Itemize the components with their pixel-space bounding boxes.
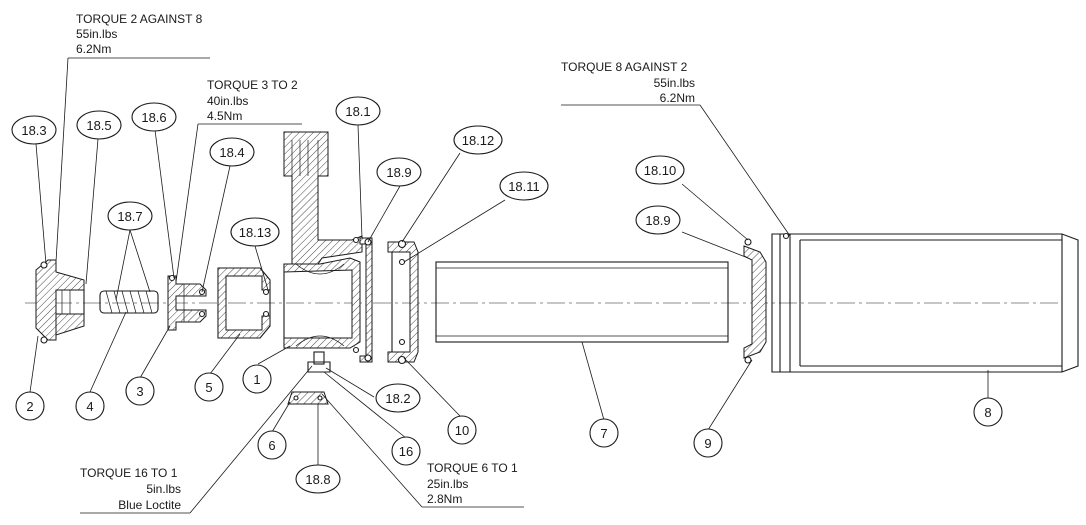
balloon-18-12: 18.12 [453,125,503,155]
torque-note-2-against-8: TORQUE 2 AGAINST 8 55in.lbs 6.2Nm [55,12,210,263]
svg-text:5: 5 [205,380,212,395]
balloon-part-10: 10 [447,415,477,445]
balloon-18-3: 18.3 [11,115,57,145]
leader-lines [29,124,989,466]
svg-text:6: 6 [268,438,275,453]
svg-text:18.3: 18.3 [21,123,46,138]
svg-text:18.7: 18.7 [117,209,142,224]
balloon-18-9-right: 18.9 [635,205,681,235]
balloon-18-7: 18.7 [107,201,153,231]
svg-text:TORQUE 2 AGAINST 8: TORQUE 2 AGAINST 8 [76,12,203,26]
svg-text:7: 7 [600,426,607,441]
part-8-housing [771,232,1079,373]
svg-text:16: 16 [399,444,413,459]
svg-text:18.1: 18.1 [345,104,370,119]
svg-text:10: 10 [455,423,469,438]
part-2-fitting [35,259,85,344]
balloon-18-1: 18.1 [335,96,381,126]
balloon-part-3: 3 [125,376,155,406]
balloon-part-6: 6 [257,430,287,460]
part-7-tube [435,261,729,343]
balloon-18-2: 18.2 [375,383,421,413]
balloon-18-9-left: 18.9 [376,157,422,187]
balloon-18-4: 18.4 [209,137,255,167]
svg-text:55in.lbs: 55in.lbs [76,27,117,41]
balloon-part-8: 8 [973,397,1003,427]
torque-note-6-to-1: TORQUE 6 TO 1 25in.lbs 2.8Nm [321,393,524,508]
svg-text:9: 9 [704,436,711,451]
svg-text:18.8: 18.8 [305,472,330,487]
svg-text:18.2: 18.2 [385,391,410,406]
svg-text:1: 1 [253,372,260,387]
balloon-18-10: 18.10 [635,155,685,185]
balloon-18-8: 18.8 [295,464,341,494]
svg-text:18.4: 18.4 [219,145,244,160]
svg-text:18.9: 18.9 [386,165,411,180]
balloon-18-13: 18.13 [230,217,280,247]
svg-text:2: 2 [26,399,33,414]
torque-note-16-to-1: TORQUE 16 TO 1 5in.lbs Blue Loctite [80,365,313,514]
part-5-cap [217,267,271,339]
balloon-part-16: 16 [391,436,421,466]
svg-text:18.9: 18.9 [645,213,670,228]
svg-text:40in.lbs: 40in.lbs [207,94,248,108]
svg-text:2.8Nm: 2.8Nm [427,492,462,506]
svg-text:18.12: 18.12 [462,133,495,148]
svg-text:Blue Loctite: Blue Loctite [118,498,181,512]
torque-note-3-to-2: TORQUE 3 TO 2 40in.lbs 4.5Nm [175,78,302,283]
balloon-part-9: 9 [693,428,723,458]
svg-text:4.5Nm: 4.5Nm [207,109,242,123]
svg-text:25in.lbs: 25in.lbs [427,477,468,491]
svg-text:55in.lbs: 55in.lbs [654,76,695,90]
seal-ring-left [359,237,373,363]
balloon-18-6: 18.6 [131,102,177,132]
svg-text:18.11: 18.11 [508,179,540,194]
svg-text:TORQUE 3 TO 2: TORQUE 3 TO 2 [207,78,298,92]
svg-text:4: 4 [86,399,93,414]
part-10-flange-ring [387,239,419,365]
part-3-bushing [167,274,207,331]
part-16-and-6 [287,361,331,405]
torque-note-8-against-2: TORQUE 8 AGAINST 2 55in.lbs 6.2Nm [561,60,791,237]
balloon-part-5: 5 [194,372,224,402]
svg-text:18.10: 18.10 [644,163,677,178]
balloon-18-5: 18.5 [76,110,122,140]
svg-text:6.2Nm: 6.2Nm [76,42,111,56]
svg-text:TORQUE 8 AGAINST 2: TORQUE 8 AGAINST 2 [561,60,688,74]
balloon-part-7: 7 [589,418,619,448]
balloon-part-2: 2 [15,391,45,421]
svg-text:18.5: 18.5 [86,118,111,133]
part-9-ring [743,238,767,364]
balloon-part-4: 4 [75,391,105,421]
svg-text:18.13: 18.13 [239,225,272,240]
balloon-18-11: 18.11 [499,171,549,201]
svg-text:8: 8 [984,405,991,420]
svg-text:5in.lbs: 5in.lbs [146,482,181,496]
svg-text:3: 3 [136,384,143,399]
part-4-threaded-rod [99,290,159,314]
balloon-part-1: 1 [242,364,272,394]
svg-text:18.6: 18.6 [141,110,166,125]
svg-text:6.2Nm: 6.2Nm [660,91,695,105]
part-1-body [283,131,363,365]
svg-text:TORQUE 6 TO 1: TORQUE 6 TO 1 [427,461,518,475]
svg-text:TORQUE 16 TO 1: TORQUE 16 TO 1 [80,466,178,480]
